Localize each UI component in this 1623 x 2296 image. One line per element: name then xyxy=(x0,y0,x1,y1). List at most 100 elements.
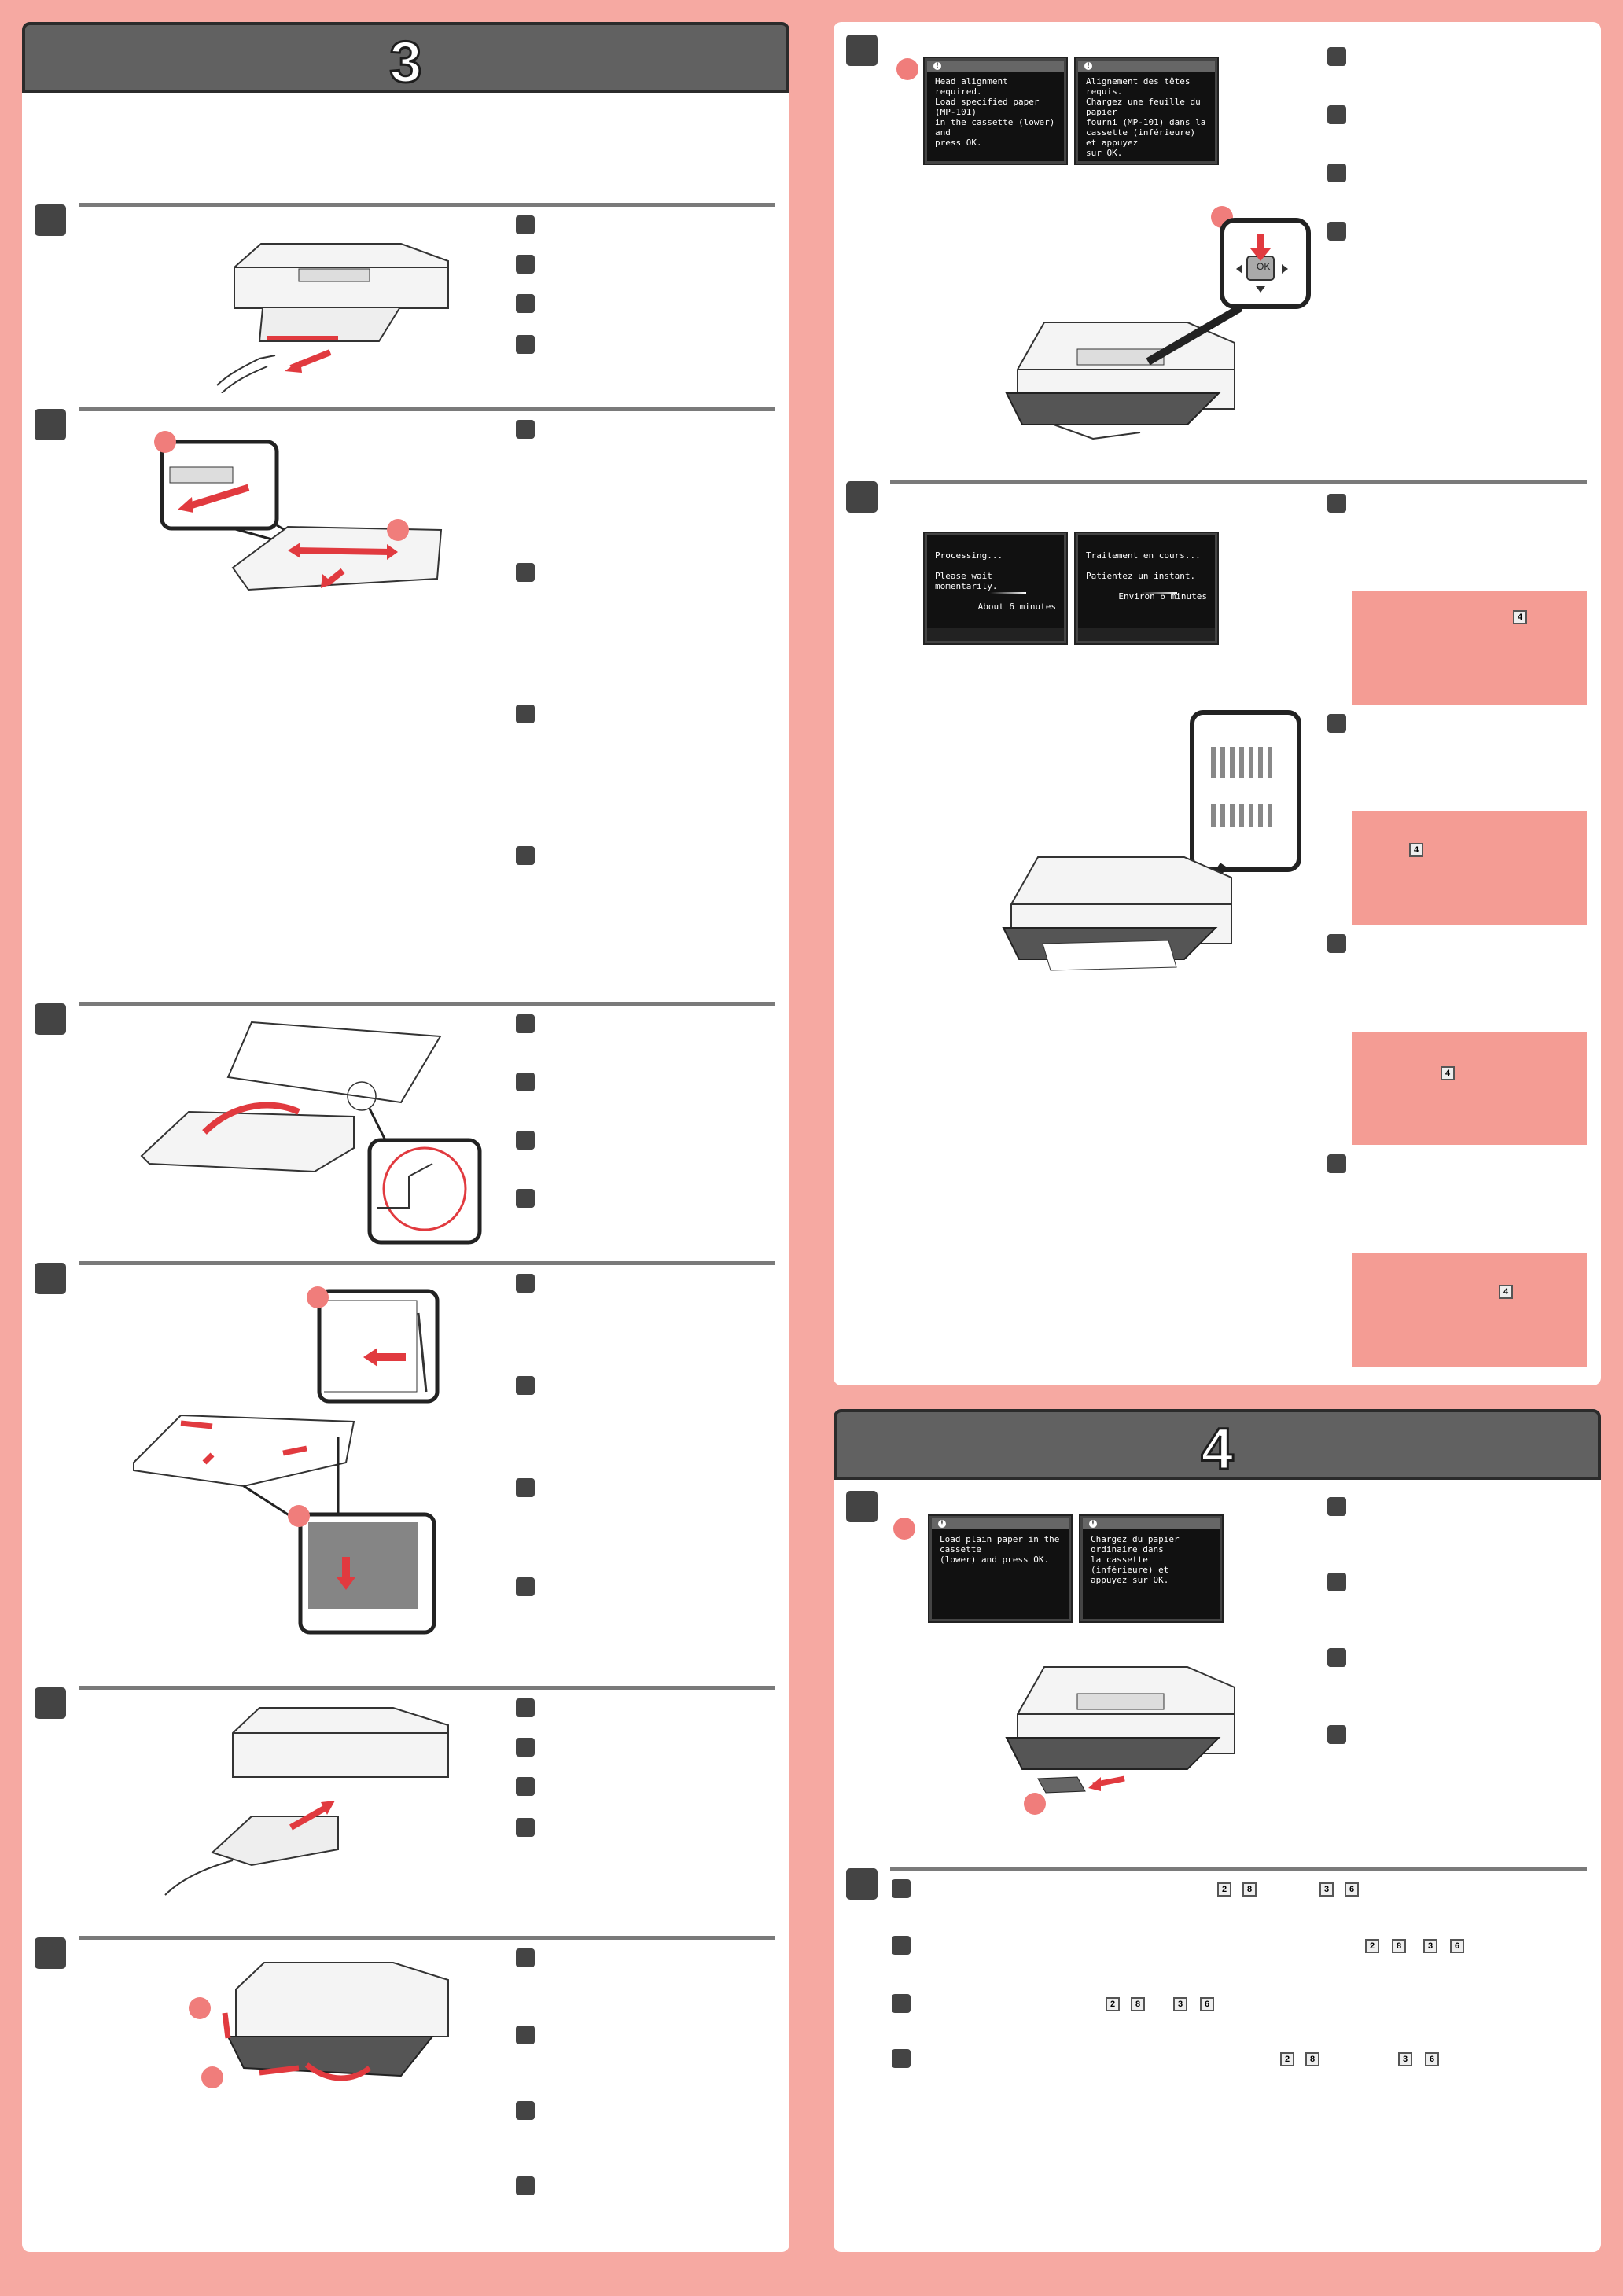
note-box: 4 xyxy=(1352,1032,1587,1145)
ref-icon: 3 xyxy=(1173,1997,1187,2011)
divider xyxy=(79,1261,775,1265)
callout-b xyxy=(201,2066,223,2088)
ok-label: OK xyxy=(1257,261,1271,272)
ref-icon: 4 xyxy=(1409,843,1423,857)
left-panel xyxy=(22,22,789,2252)
callout-a xyxy=(896,58,918,80)
callout-b xyxy=(1024,1793,1046,1815)
ref-icon: 8 xyxy=(1305,2052,1319,2066)
open-output-tray-illustration xyxy=(222,1962,449,2081)
lang-marker xyxy=(516,1131,535,1150)
divider xyxy=(890,1867,1587,1871)
callout-b xyxy=(288,1505,310,1527)
progress-bar xyxy=(1141,592,1177,594)
section-4-header: 4 xyxy=(834,1409,1601,1483)
lang-marker xyxy=(516,705,535,723)
ref-icon: 6 xyxy=(1345,1882,1359,1897)
insert-cassette-illustration xyxy=(164,1707,449,1896)
lang-marker xyxy=(892,1994,911,2013)
lang-marker xyxy=(516,1818,535,1837)
lcd-head-alignment-fr: ! Alignement des têtes requis. Chargez u… xyxy=(1074,57,1219,165)
lang-marker xyxy=(1327,494,1346,513)
lang-marker xyxy=(1327,1573,1346,1591)
ref-icon: 4 xyxy=(1499,1285,1513,1299)
lang-marker xyxy=(892,1879,911,1898)
ref-icon: 8 xyxy=(1392,1939,1406,1953)
lang-marker xyxy=(1327,1648,1346,1667)
lcd-head-alignment-en: ! Head alignment required. Load specifie… xyxy=(923,57,1068,165)
lang-marker xyxy=(1327,934,1346,953)
note-box: 4 xyxy=(1352,1253,1587,1367)
lang-marker xyxy=(516,563,535,582)
lang-marker xyxy=(516,1478,535,1497)
step-4-marker xyxy=(35,1263,66,1294)
note-box: 4 xyxy=(1352,811,1587,925)
step-7-marker xyxy=(846,35,878,66)
lang-marker xyxy=(892,2049,911,2068)
section-number: 3 xyxy=(388,28,423,96)
ref-icon: 3 xyxy=(1319,1882,1334,1897)
lang-marker xyxy=(1327,47,1346,66)
lang-marker xyxy=(516,294,535,313)
divider xyxy=(79,1936,775,1940)
lang-marker xyxy=(516,1189,535,1208)
lang-marker xyxy=(516,2026,535,2044)
ref-icon: 2 xyxy=(1280,2052,1294,2066)
warning-icon: ! xyxy=(938,1520,946,1528)
lang-marker xyxy=(516,1738,535,1757)
lcd-plain-paper-fr: ! Chargez du papier ordinaire dans la ca… xyxy=(1079,1514,1224,1623)
printer-pull-cassette-illustration xyxy=(216,243,449,393)
lang-marker xyxy=(516,1073,535,1091)
step-6-marker xyxy=(35,1937,66,1969)
lang-marker xyxy=(516,420,535,439)
lang-marker xyxy=(516,1777,535,1796)
ref-icon: 6 xyxy=(1200,1997,1214,2011)
paper-guides-illustration xyxy=(133,1289,440,1635)
lang-marker xyxy=(1327,164,1346,182)
lang-marker xyxy=(1327,105,1346,124)
divider xyxy=(79,1002,775,1006)
lang-marker xyxy=(516,846,535,865)
printer-load-plain-paper-illustration xyxy=(1005,1666,1235,1794)
ref-icon: 4 xyxy=(1513,610,1527,624)
lang-marker xyxy=(1327,1154,1346,1173)
lang-marker xyxy=(516,335,535,354)
lang-marker xyxy=(516,255,535,274)
printer-front-illustration xyxy=(1005,307,1242,440)
ref-icon: 6 xyxy=(1425,2052,1439,2066)
ref-icon: 2 xyxy=(1106,1997,1120,2011)
warning-icon: ! xyxy=(1089,1520,1097,1528)
lang-marker xyxy=(516,2101,535,2120)
lang-marker xyxy=(516,1376,535,1395)
lang-marker xyxy=(516,215,535,234)
warning-icon: ! xyxy=(1084,62,1092,70)
step-5-marker xyxy=(35,1687,66,1719)
lang-marker xyxy=(516,2176,535,2195)
lang-marker xyxy=(516,1698,535,1717)
ref-icon: 3 xyxy=(1398,2052,1412,2066)
lang-marker xyxy=(892,1936,911,1955)
cassette-guides-illustration xyxy=(160,440,443,591)
callout-a xyxy=(154,431,176,453)
ok-button-panel-illustration xyxy=(1220,218,1311,309)
callout-a xyxy=(893,1518,915,1540)
progress-bar xyxy=(990,592,1026,594)
section-3-header: 3 xyxy=(22,22,789,96)
lcd-processing-fr: Traitement en cours... Patientez un inst… xyxy=(1074,532,1219,645)
divider xyxy=(890,480,1587,484)
lang-marker xyxy=(516,1948,535,1967)
alignment-printout-illustration xyxy=(1002,710,1301,971)
lcd-plain-paper-en: ! Load plain paper in the cassette (lowe… xyxy=(928,1514,1073,1623)
lang-marker xyxy=(516,1274,535,1293)
lcd-processing-en: Processing... Please wait momentarily. A… xyxy=(923,532,1068,645)
divider xyxy=(79,407,775,411)
callout-b xyxy=(387,519,409,541)
ref-icon: 6 xyxy=(1450,1939,1464,1953)
step-2-marker xyxy=(35,409,66,440)
lang-marker xyxy=(516,1577,535,1596)
ref-icon: 3 xyxy=(1423,1939,1437,1953)
section-number: 4 xyxy=(1200,1415,1235,1483)
lang-marker xyxy=(1327,714,1346,733)
lang-marker xyxy=(1327,222,1346,241)
callout-a xyxy=(307,1286,329,1308)
